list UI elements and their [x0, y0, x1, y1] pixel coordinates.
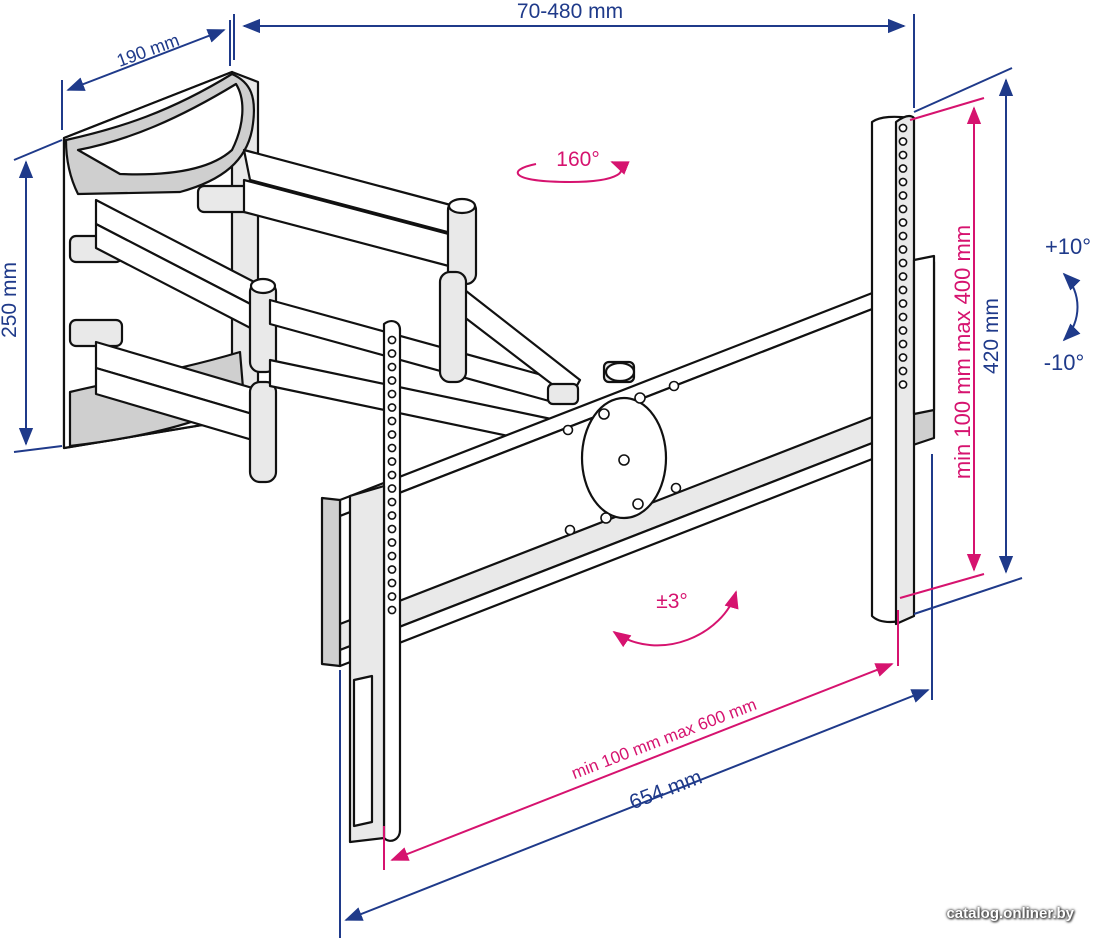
- mounting-hole: [387, 605, 397, 615]
- mounting-hole: [898, 123, 908, 133]
- mounting-hole: [387, 524, 397, 534]
- arm-upper-long: [242, 148, 478, 286]
- mounting-hole: [387, 565, 397, 574]
- label-tilt-up: +10°: [1045, 234, 1091, 259]
- mounting-hole: [898, 299, 908, 308]
- mounting-hole: [387, 551, 397, 561]
- mounting-hole: [898, 191, 908, 200]
- label-rotation-angle: ±3°: [656, 590, 688, 613]
- label-swivel-angle: 160°: [556, 148, 599, 171]
- dimension-lines-pink: [383, 97, 985, 870]
- mounting-hole: [898, 150, 908, 160]
- mounting-hole: [898, 380, 908, 389]
- label-wall-plate-height: 250 mm: [0, 262, 21, 338]
- mounting-hole: [898, 164, 908, 173]
- label-vesa-vertical: min 100 mm max 400 mm: [950, 225, 975, 479]
- mounting-hole: [898, 258, 908, 268]
- mounting-hole: [898, 326, 908, 335]
- mounting-hole: [387, 578, 397, 588]
- label-swivel-distance: 70-480 mm: [517, 0, 623, 23]
- mounting-hole: [387, 335, 397, 345]
- mounting-hole: [898, 285, 908, 295]
- arm-center: [268, 270, 582, 448]
- mounting-hole: [387, 511, 397, 520]
- label-tilt-down: -10°: [1044, 350, 1085, 375]
- label-vesa-horizontal: min 100 mm max 600 mm: [569, 695, 759, 783]
- label-wall-plate-width: 190 mm: [114, 30, 182, 71]
- mounting-hole: [898, 137, 908, 146]
- arm-lower-long: [94, 198, 278, 484]
- mounting-hole: [387, 430, 397, 439]
- mounting-hole: [387, 470, 397, 480]
- watermark: catalog.onliner.by: [946, 905, 1074, 922]
- tilt-head: [546, 360, 636, 406]
- label-bracket-width: 654 mm: [626, 766, 705, 815]
- center-plate: [562, 380, 682, 536]
- mounting-hole: [898, 245, 908, 254]
- mounting-hole: [387, 349, 397, 358]
- mounting-hole: [898, 177, 908, 187]
- mounting-hole: [387, 416, 397, 426]
- mounting-hole: [387, 538, 397, 547]
- mounting-hole: [387, 389, 397, 399]
- vertical-bracket-right: [870, 114, 936, 626]
- mounting-hole: [387, 443, 397, 453]
- dimension-lines-blue: [13, 14, 1081, 938]
- mounting-hole: [898, 366, 908, 376]
- label-bracket-height: 420 mm: [980, 298, 1003, 374]
- mounting-hole: [898, 353, 908, 362]
- mounting-hole: [898, 339, 908, 349]
- mounting-hole: [898, 231, 908, 241]
- mounting-hole: [898, 272, 908, 281]
- mounting-hole: [387, 497, 397, 507]
- mounting-hole: [387, 457, 397, 466]
- mounting-hole: [387, 362, 397, 372]
- mounting-hole: [387, 592, 397, 601]
- mounting-hole: [387, 484, 397, 493]
- mounting-hole: [898, 218, 908, 227]
- mounting-hole: [387, 376, 397, 385]
- mounting-hole: [387, 403, 397, 412]
- mounting-hole: [898, 204, 908, 214]
- mounting-hole: [898, 312, 908, 322]
